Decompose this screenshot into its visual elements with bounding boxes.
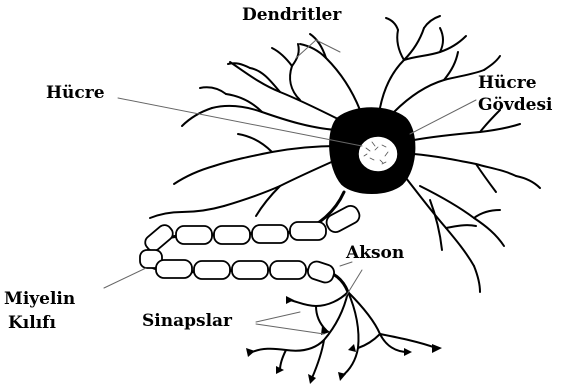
label-akson: Akson [346, 244, 404, 264]
label-miyelin-line2: Kılıfı [8, 314, 56, 334]
label-miyelin-line1: Miyelin [4, 290, 75, 310]
label-hucre-govdesi-line2: Gövdesi [478, 96, 552, 116]
label-sinapslar: Sinapslar [142, 312, 232, 332]
label-dendritler: Dendritler [242, 6, 341, 26]
nucleus [358, 136, 398, 172]
label-hucre-govdesi-line1: Hücre [478, 74, 537, 94]
axon-terminals [252, 292, 436, 378]
label-hucre: Hücre [46, 84, 105, 104]
synapse-knobs [246, 296, 442, 384]
